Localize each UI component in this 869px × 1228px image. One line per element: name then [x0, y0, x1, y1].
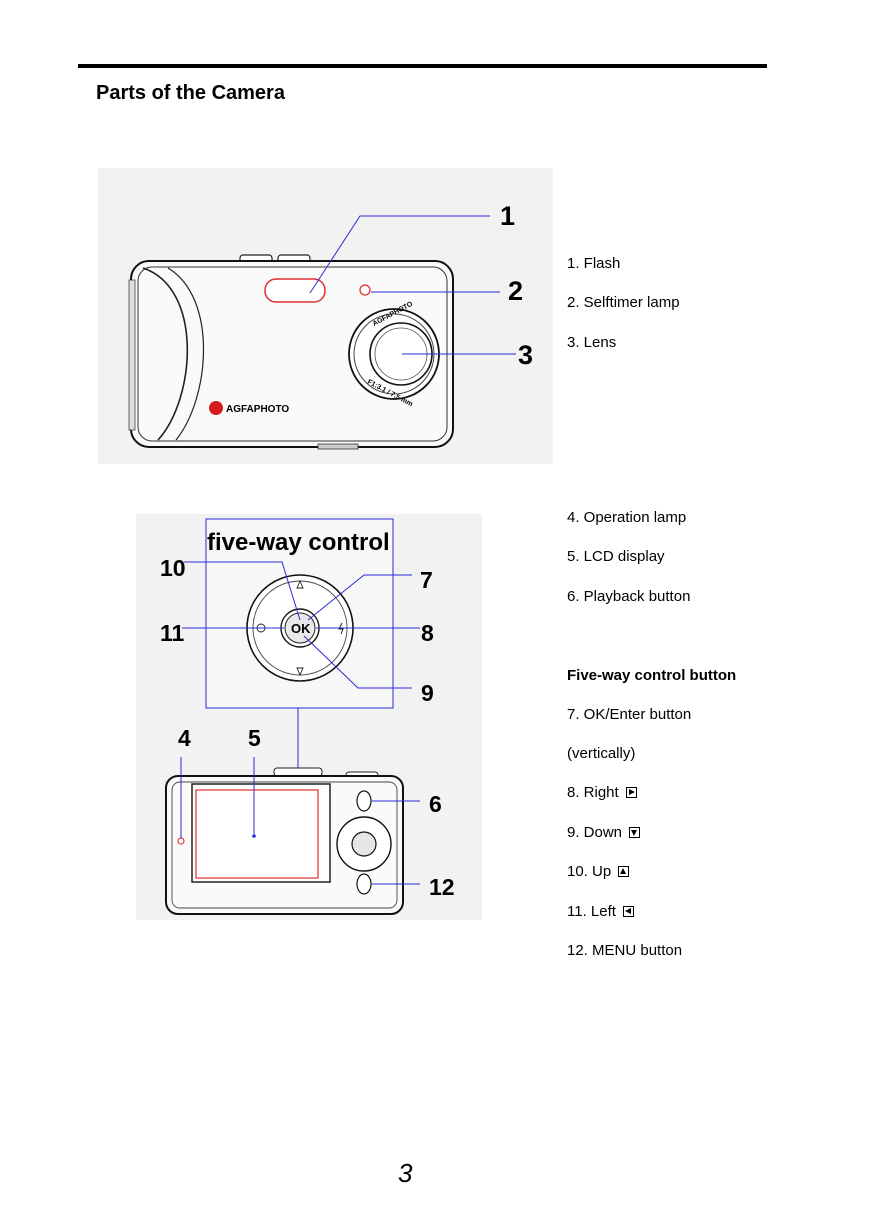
label-lens: 3. Lens	[567, 334, 617, 351]
label-down-row: 9. Down	[567, 824, 641, 841]
callout-3: 3	[518, 340, 533, 370]
label-left: 11. Left	[567, 903, 616, 920]
arrow-right-icon	[625, 787, 637, 798]
callout-8: 8	[421, 620, 434, 646]
callout-1: 1	[500, 201, 515, 231]
label-playback-button: 6. Playback button	[567, 588, 691, 605]
arrow-down-icon	[629, 827, 641, 838]
page-title: Parts of the Camera	[96, 82, 285, 104]
label-lcd-display: 5. LCD display	[567, 548, 665, 565]
label-menu-button: 12. MENU button	[567, 942, 683, 959]
five-way-caption: five-way control	[207, 529, 390, 556]
five-way-heading: Five-way control button	[567, 667, 737, 684]
header-rule	[78, 64, 767, 68]
brand-logo-text: AGFAPHOTO	[226, 404, 289, 415]
callout-5: 5	[248, 725, 261, 751]
label-left-row: 11. Left	[567, 903, 634, 920]
label-flash: 1. Flash	[567, 255, 621, 272]
label-operation-lamp: 4. Operation lamp	[567, 509, 687, 526]
label-right: 8. Right	[567, 784, 619, 801]
callout-11: 11	[160, 620, 185, 646]
camera-front-figure: AGFAPHOTO F1:3.1 / 7.5 mm AGFAPHOTO 1 2 …	[98, 168, 553, 464]
label-right-row: 8. Right	[567, 784, 637, 801]
page-number: 3	[398, 1158, 413, 1188]
ok-label: OK	[291, 621, 311, 636]
callout-6: 6	[429, 791, 442, 817]
arrow-left-icon	[622, 906, 634, 917]
label-selftimer-lamp: 2. Selftimer lamp	[567, 294, 680, 311]
callout-9: 9	[421, 680, 434, 706]
callout-7: 7	[420, 567, 433, 593]
callout-4: 4	[178, 725, 191, 751]
callout-10: 10	[160, 555, 186, 581]
label-vertically: (vertically)	[567, 745, 636, 762]
label-up: 10. Up	[567, 863, 612, 880]
camera-back-figure: five-way control OK 10 7 11 8 9 4 5 6 12	[136, 514, 482, 920]
label-ok-enter: 7. OK/Enter button	[567, 706, 692, 723]
arrow-up-icon	[618, 866, 630, 877]
callout-2: 2	[508, 276, 523, 306]
brand-logo-icon	[209, 401, 223, 415]
label-down: 9. Down	[567, 824, 623, 841]
callout-12: 12	[429, 874, 455, 900]
label-up-row: 10. Up	[567, 863, 630, 880]
